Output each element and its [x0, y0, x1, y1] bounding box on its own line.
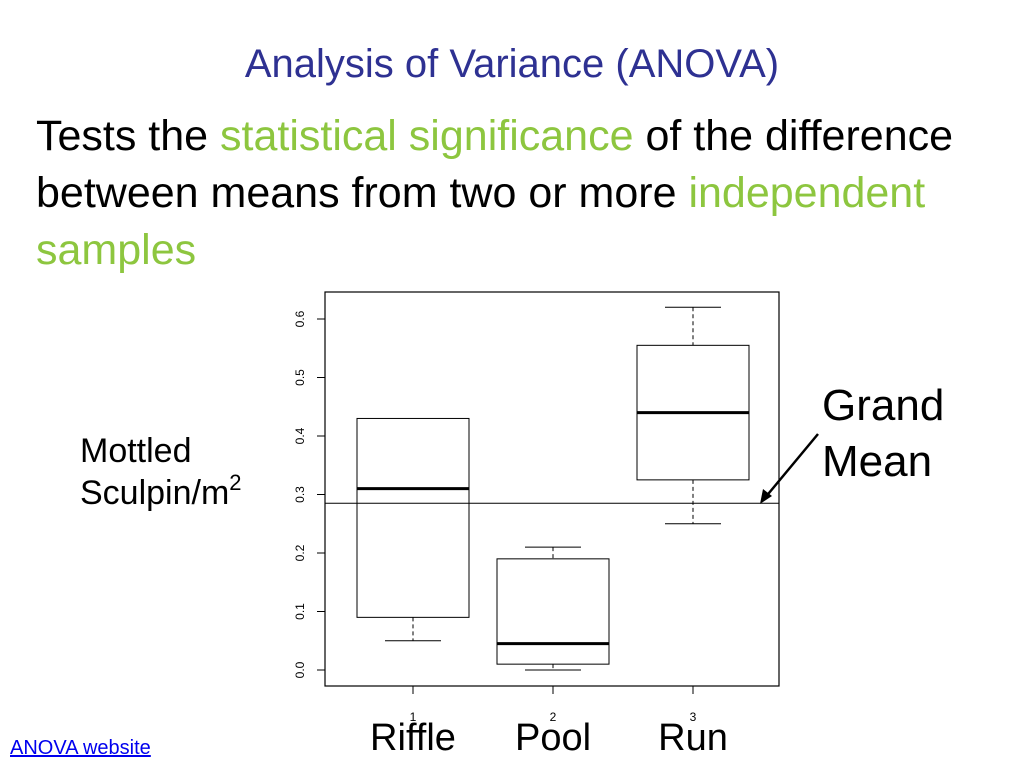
interquartile-box: [356, 417, 470, 618]
plot-frame: [324, 291, 780, 687]
y-tick-label: 0.4: [293, 427, 307, 444]
x-tick-label: 1: [410, 710, 417, 724]
highlight-independent-samples: independent samples: [36, 169, 926, 274]
x-tick-label: 2: [550, 710, 557, 724]
y-tick-label: 0.2: [293, 544, 307, 561]
anova-website-link[interactable]: ANOVA website: [10, 737, 151, 759]
slide-title: Analysis of Variance (ANOVA): [244, 42, 780, 86]
y-axis-label-superscript: 2: [229, 470, 242, 495]
category-label-pool: Pool: [514, 717, 592, 759]
category-label-run: Run: [658, 717, 728, 759]
intro-text-part2: of the difference between means from two…: [36, 112, 954, 217]
x-axis: 1 2 3: [410, 686, 697, 724]
y-tick-label: 0.5: [293, 369, 307, 386]
y-axis-label: Mottled Sculpin/m2: [80, 430, 242, 514]
y-axis-label-unit: Sculpin/m: [80, 474, 230, 512]
grand-mean-label: Grand Mean: [822, 378, 944, 490]
box-series: [356, 306, 750, 671]
highlight-statistical-significance: statistical significance: [220, 112, 634, 160]
category-label-riffle: Riffle: [370, 717, 456, 759]
y-axis: 0.0 0.1 0.2 0.3 0.4 0.5 0.6: [293, 310, 325, 678]
y-tick-label: 0.3: [293, 486, 307, 503]
y-tick-label: 0.1: [293, 603, 307, 620]
grand-mean-label-line1: Grand: [822, 381, 945, 430]
box-riffle: [356, 417, 470, 642]
box-pool: [496, 546, 610, 671]
y-axis-label-line2: Sculpin/m2: [80, 472, 242, 514]
y-tick-label: 0.6: [293, 310, 307, 327]
grand-mean-label-line2: Mean: [822, 437, 933, 486]
grand-mean-arrow: [760, 433, 819, 504]
box-run: [636, 306, 750, 525]
grand-mean-arrow-head: [760, 489, 772, 504]
grand-mean-arrow-shaft: [763, 433, 819, 500]
intro-text-part1: Tests the: [36, 112, 221, 160]
x-tick-label: 3: [690, 710, 697, 724]
y-axis-label-line1: Mottled: [80, 432, 192, 470]
y-tick-label: 0.0: [293, 661, 307, 678]
intro-text: Tests the statistical significance of th…: [36, 108, 996, 274]
interquartile-box: [496, 558, 610, 665]
